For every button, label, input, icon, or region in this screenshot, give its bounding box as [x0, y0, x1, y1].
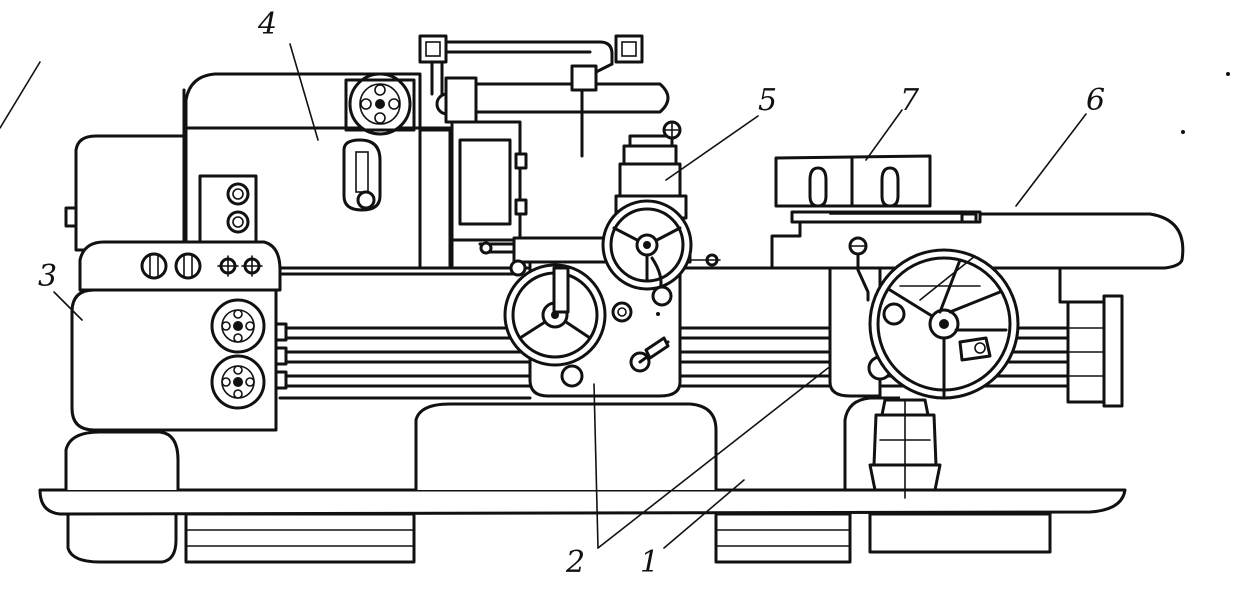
- label-7: 7: [900, 83, 920, 118]
- leader-lines: [53, 43, 1087, 549]
- label-3: 3: [38, 259, 58, 294]
- feed-box: [450, 120, 528, 270]
- tool-block: [774, 154, 932, 208]
- left-leg: [64, 430, 180, 490]
- rear-apron: [828, 236, 1020, 400]
- gearbox: [70, 240, 288, 432]
- spindle-bracket: [418, 34, 670, 158]
- tailstock: [770, 210, 1185, 304]
- scan-mark: [0, 61, 41, 129]
- label-2: 2: [566, 545, 586, 580]
- center-leg: [414, 402, 718, 490]
- headstock: [64, 72, 454, 270]
- cross-slide: [601, 120, 721, 307]
- label-5: 5: [758, 83, 778, 118]
- base-plate: [38, 488, 1127, 564]
- label-6: 6: [1086, 83, 1106, 118]
- end-flange: [1066, 294, 1124, 408]
- label-4: 4: [258, 7, 278, 42]
- scan-dot: [1226, 72, 1230, 76]
- screw-jack: [868, 398, 942, 499]
- scan-dot: [1181, 130, 1185, 134]
- label-1: 1: [640, 545, 660, 580]
